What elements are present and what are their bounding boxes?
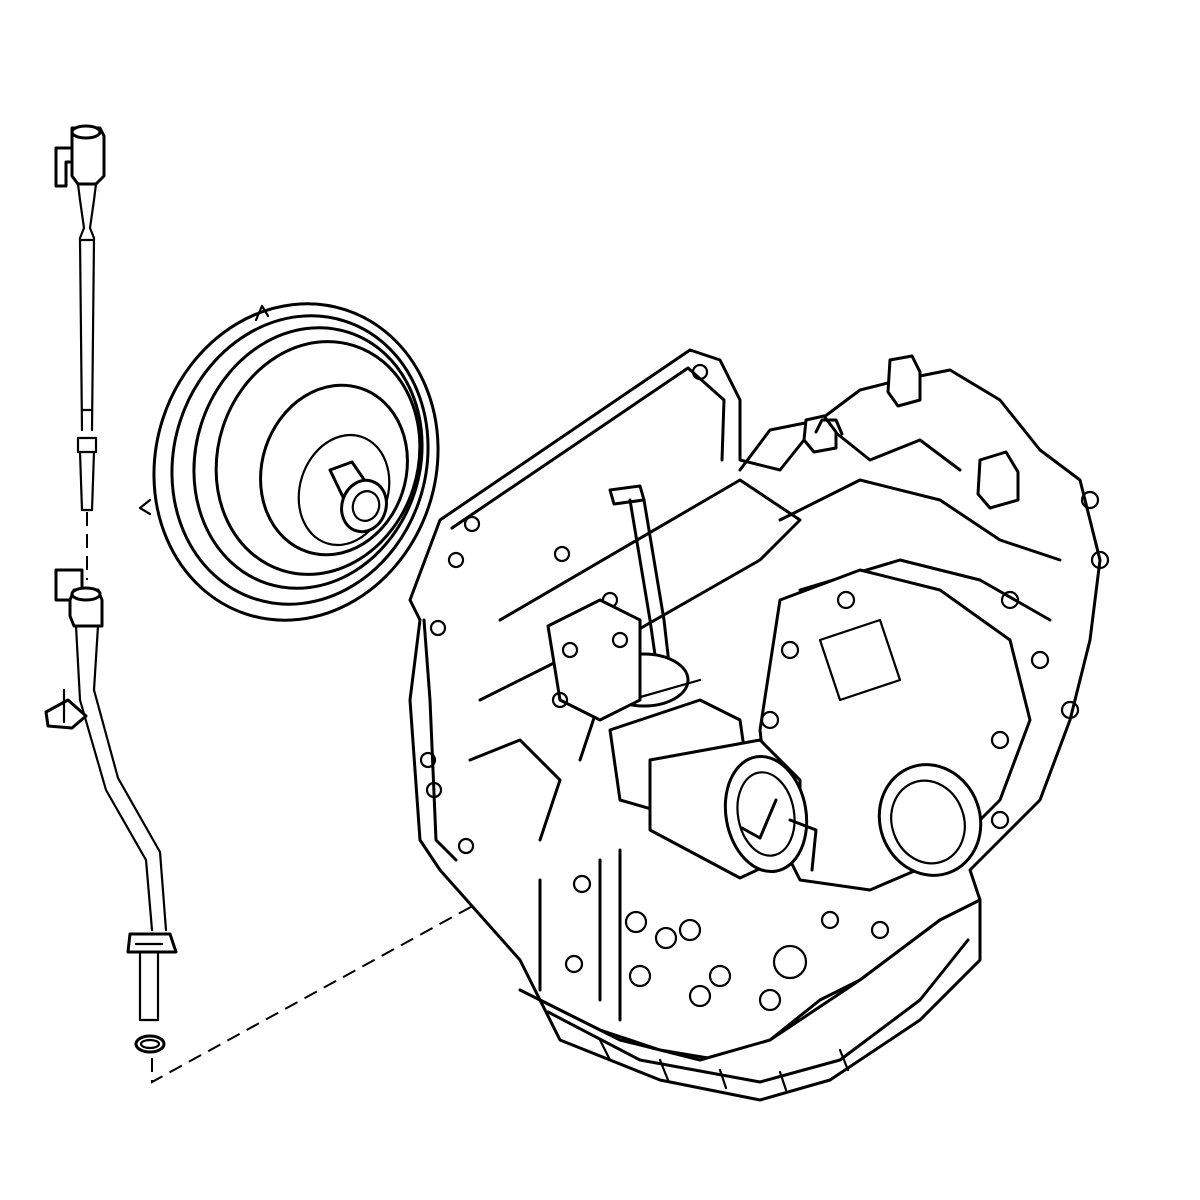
torque-converter: [138, 302, 440, 622]
dipstick-tube: [44, 568, 178, 1022]
assembly-leader-line: [151, 857, 561, 1084]
dipstick: [54, 124, 106, 580]
o-ring: [134, 1034, 166, 1054]
transaxle-assembly: [408, 348, 1110, 1102]
